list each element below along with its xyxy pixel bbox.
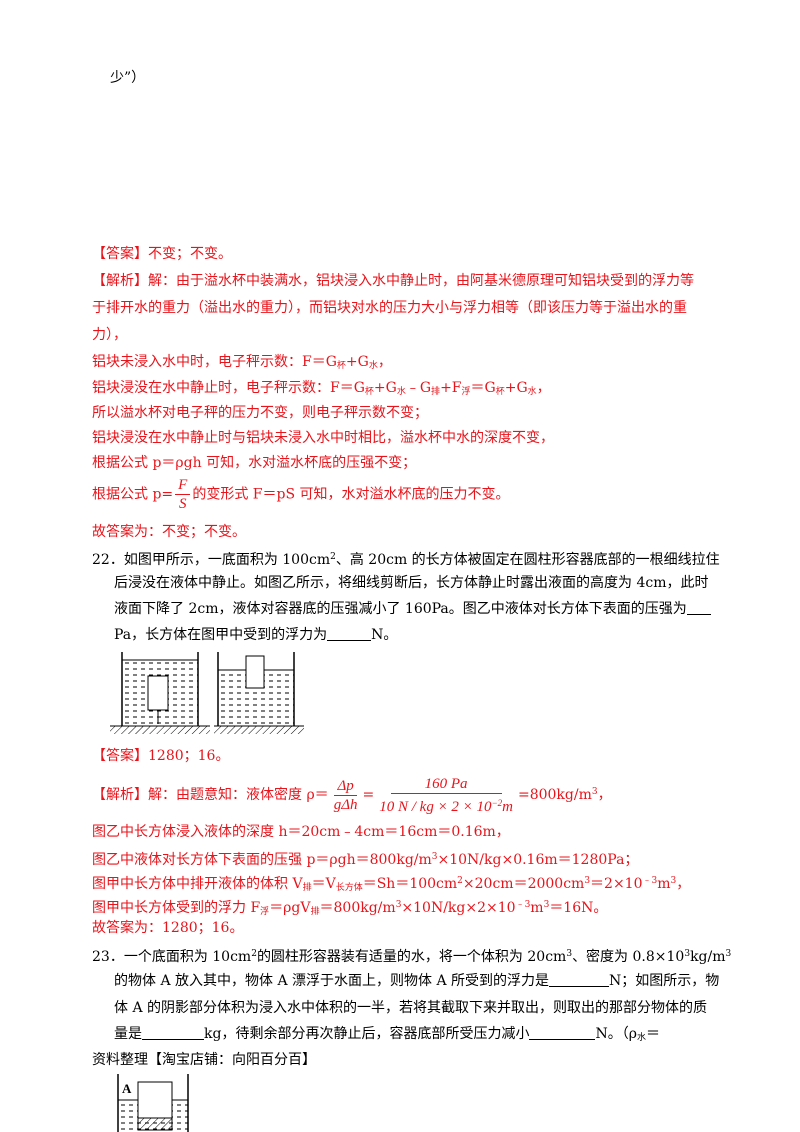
q22-line1: 22．如图甲所示，一底面积为 100cm2、高 20cm 的长方体被固定在圆柱形…: [92, 552, 720, 568]
q21-analysis-line3: 力），: [92, 327, 127, 343]
q21-line8: 根据公式 p＝ρgh 可知，水对溢水杯底的压强不变；: [92, 455, 417, 471]
answer-tag: 【答案】: [92, 246, 148, 262]
q21-final: 故答案为：不变；不变。: [92, 524, 246, 540]
q22-line-v: 图甲中长方体中排开液体的体积 V排＝V长方体＝Sh＝100cm2×20cm＝20…: [92, 876, 691, 893]
answer-blank[interactable]: [529, 1025, 596, 1040]
answer-blank[interactable]: [142, 1025, 204, 1040]
q22-figure: [110, 652, 304, 734]
q21-analysis-line2: 于排开水的重力（溢出水的重力），而铝块对水的压力大小与浮力相等（即该压力等于溢出…: [92, 300, 687, 316]
answer-blank[interactable]: [549, 972, 610, 987]
q22-answer: 【答案】1280；16。: [92, 748, 230, 764]
q22-final: 故答案为：1280；16。: [92, 920, 244, 936]
q21-answer: 【答案】不变；不变。: [92, 246, 232, 262]
q22-line3: 液面下降了 2cm，液体对容器底的压强减小了 160Pa。图乙中液体对长方体下表…: [114, 599, 711, 619]
q22-line2: 后浸没在液体中静止。如图乙所示，将细线剪断后，长方体静止时露出液面的高度为 4c…: [114, 575, 709, 591]
q21-line4: 铝块未浸入水中时，电子秤示数：F＝G杯+G水，: [92, 354, 392, 371]
q22-line-h: 图乙中长方体浸入液体的深度 h＝20cm﹣4cm＝16cm＝0.16m，: [92, 824, 510, 840]
q21-analysis-line1: 【解析】解：由于溢水杯中装满水，铝块浸入水中静止时，由阿基米德原理可知铝块受到的…: [92, 273, 694, 289]
q23-line1: 23．一个底面积为 10cm2的圆柱形容器装有适量的水，将一个体积为 20cm3…: [92, 949, 732, 965]
figure-label-a: A: [122, 1081, 132, 1096]
q23-figure: A: [117, 1074, 189, 1132]
q21-line5: 铝块浸没在水中静止时，电子秤示数：F＝G杯+G水﹣G排+F浮＝G杯+G水，: [92, 380, 551, 397]
q21-line6: 所以溢水杯对电子秤的压力不变，则电子秤示数不变；: [92, 405, 428, 421]
top-fragment: 少”）: [110, 70, 146, 86]
answer-blank[interactable]: [327, 626, 372, 641]
q21-line7: 铝块浸没在水中静止时与铝块未浸入水中时相比，溢水杯中水的深度不变，: [92, 430, 554, 446]
q22-line-p: 图乙中液体对长方体下表面的压强 p＝ρgh＝800kg/m3×10N/kg×0.…: [92, 852, 639, 868]
q22-line-f: 图甲中长方体受到的浮力 F浮＝ρgV排＝800kg/m3×10N/kg×2×10…: [92, 900, 608, 917]
answer-blank[interactable]: [686, 600, 711, 615]
footer-source: 资料整理【淘宝店铺：向阳百分百】: [92, 1052, 316, 1068]
q23-line3: 体 A 的阴影部分体积为浸入水中体积的一半，若将其截取下来并取出，则取出的那部分…: [114, 1000, 708, 1016]
